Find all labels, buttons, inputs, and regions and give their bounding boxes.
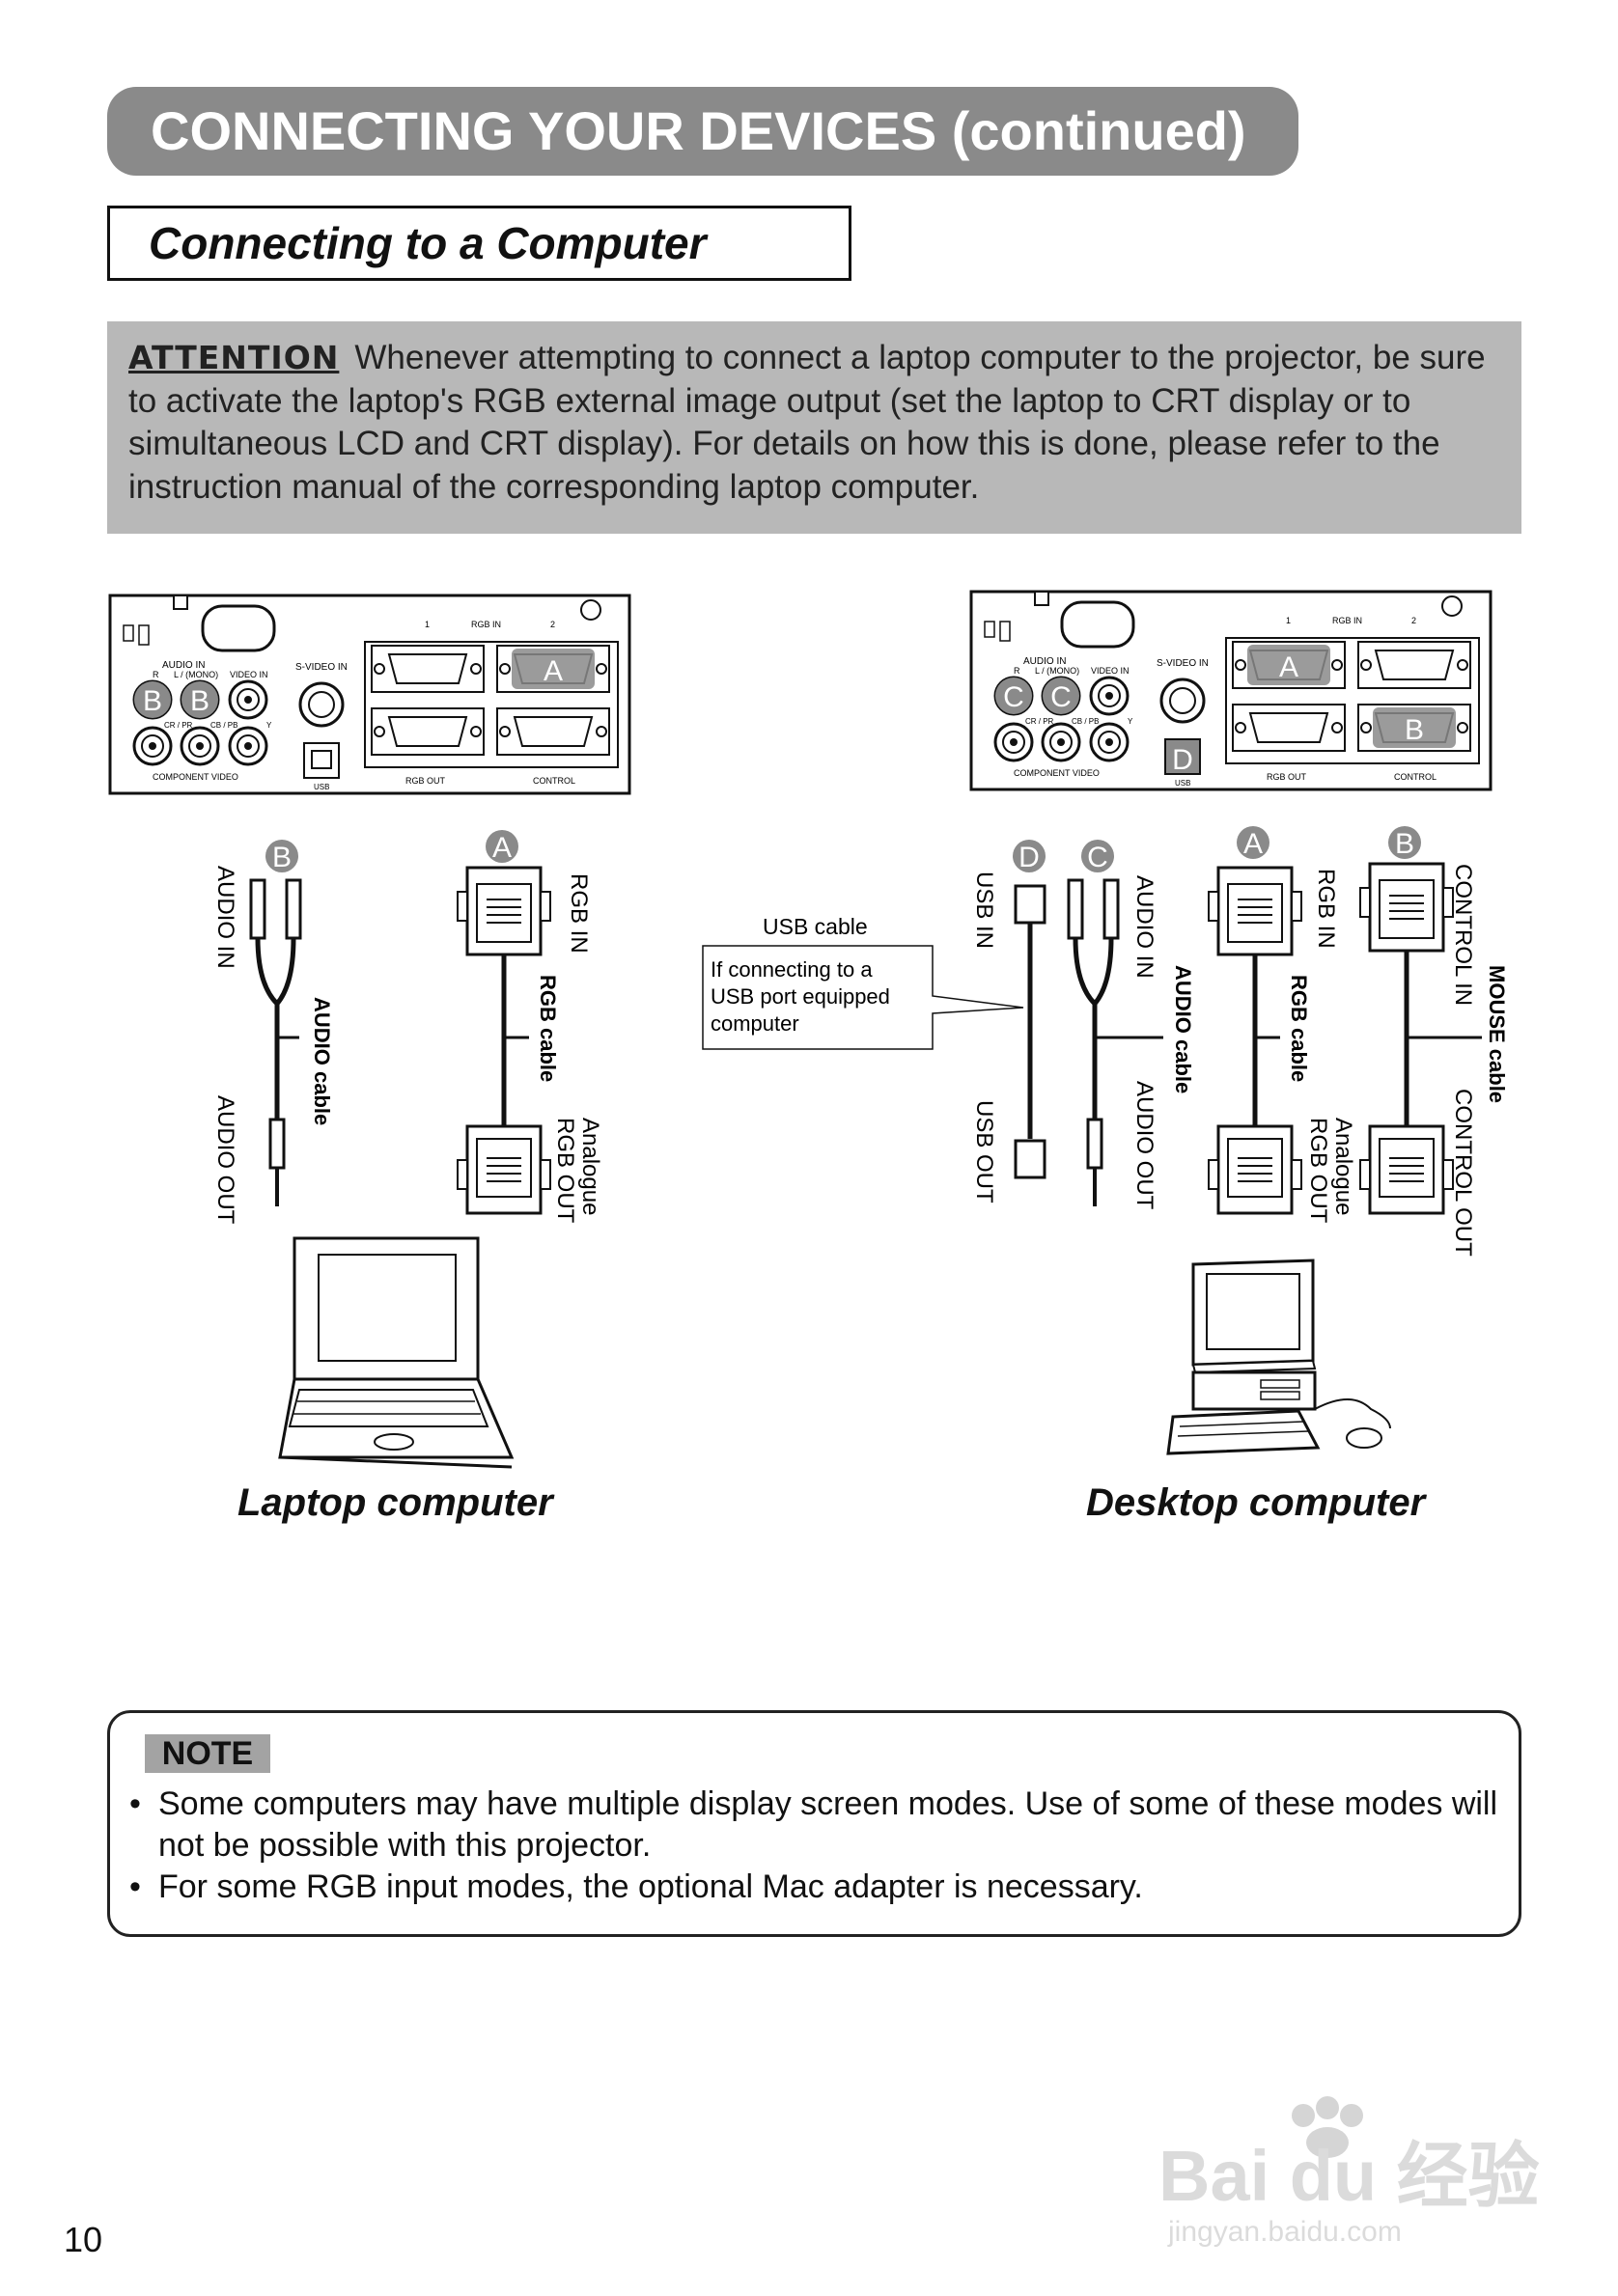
attention-label: ATTENTION bbox=[128, 339, 340, 376]
audio-cable-text: AUDIO cable bbox=[310, 997, 334, 1125]
rgb-in-label: RGB IN bbox=[1332, 616, 1362, 625]
y-label: Y bbox=[266, 721, 272, 730]
rgb-in-label: RGB IN bbox=[471, 620, 501, 629]
port-a-marker: A bbox=[544, 655, 563, 687]
usb-label: USB bbox=[314, 783, 329, 791]
rgb-in-2-label: 2 bbox=[550, 620, 555, 629]
control-label: CONTROL bbox=[1394, 772, 1437, 782]
usb-note-line1: If connecting to a bbox=[711, 957, 873, 982]
rgb-out-label: RGB OUT bbox=[1267, 772, 1307, 782]
usb-out-text: USB OUT bbox=[971, 1100, 997, 1203]
desktop-mouse-cable: B CONTROL IN MOUSE cable CONTROL OUT bbox=[1358, 826, 1509, 1257]
port-b-marker: B bbox=[143, 685, 162, 717]
projector-panel-right: AUDIO IN R L / (MONO) VIDEO IN S-VIDEO I… bbox=[969, 590, 1492, 791]
laptop-rgb-cable: A RGB IN RGB cable Analogue RGB OUT bbox=[456, 830, 603, 1224]
desktop-illustration bbox=[1166, 1259, 1391, 1455]
cr-pr-label: CR / PR bbox=[164, 721, 193, 730]
usb-note: USB cable If connecting to a USB port eq… bbox=[702, 914, 1024, 1050]
watermark-url: jingyan.baidu.com bbox=[1167, 2216, 1402, 2248]
svideo-in-label: S-VIDEO IN bbox=[1157, 658, 1209, 669]
control-out-text: CONTROL OUT bbox=[1450, 1089, 1476, 1257]
rgb-cable-text: RGB cable bbox=[1287, 975, 1311, 1082]
desktop-caption: Desktop computer bbox=[1086, 1481, 1426, 1524]
control-in-text: CONTROL IN bbox=[1450, 864, 1476, 1006]
cable-b-marker: B bbox=[1395, 828, 1414, 860]
component-video-label: COMPONENT VIDEO bbox=[153, 772, 238, 782]
rgb-in-1-label: 1 bbox=[1286, 616, 1291, 625]
rgb-out-label: RGB OUT bbox=[405, 776, 446, 786]
port-b-marker: B bbox=[1405, 714, 1424, 746]
usb-in-text: USB IN bbox=[971, 871, 997, 949]
desktop-usb-cable: D USB IN USB OUT bbox=[971, 840, 1046, 1203]
port-c-marker: C bbox=[1003, 681, 1024, 713]
cable-b-marker: B bbox=[272, 842, 292, 873]
audio-l-label: L / (MONO) bbox=[1035, 666, 1079, 676]
audio-out-text: AUDIO OUT bbox=[212, 1095, 238, 1225]
rgb-in-text: RGB IN bbox=[1313, 869, 1339, 949]
audio-l-label: L / (MONO) bbox=[174, 670, 218, 679]
port-b-marker: B bbox=[190, 685, 209, 717]
note-list: Some computers may have multiple display… bbox=[129, 1784, 1500, 1908]
page-number: 10 bbox=[64, 2220, 103, 2259]
rgb-in-text: RGB IN bbox=[566, 873, 592, 954]
audio-cable-text: AUDIO cable bbox=[1171, 965, 1195, 1093]
cable-a-marker: A bbox=[1243, 828, 1263, 860]
video-in-label: VIDEO IN bbox=[1091, 666, 1130, 676]
attention-text: Whenever attempting to connect a laptop … bbox=[128, 339, 1486, 506]
projector-panel-left: AUDIO IN R L / (MONO) VIDEO IN S-VIDEO I… bbox=[108, 594, 631, 795]
component-video-label: COMPONENT VIDEO bbox=[1014, 768, 1100, 778]
analogue-text: Analogue bbox=[577, 1118, 603, 1215]
audio-in-label: AUDIO IN bbox=[1023, 656, 1066, 667]
usb-cable-title: USB cable bbox=[763, 914, 868, 939]
note-item: Some computers may have multiple display… bbox=[129, 1784, 1500, 1867]
svideo-in-label: S-VIDEO IN bbox=[295, 662, 348, 673]
section-title: CONNECTING YOUR DEVICES (continued) bbox=[107, 87, 1298, 176]
rgb-out-text: RGB OUT bbox=[1305, 1118, 1331, 1224]
cr-pr-label: CR / PR bbox=[1025, 717, 1054, 726]
audio-in-label: AUDIO IN bbox=[162, 660, 205, 671]
watermark-brand: Bai du 经验 bbox=[1158, 2136, 1540, 2216]
note-box bbox=[107, 1710, 1521, 1937]
port-c-marker: C bbox=[1050, 681, 1072, 713]
rgb-in-2-label: 2 bbox=[1411, 616, 1416, 625]
rgb-cable-text: RGB cable bbox=[536, 975, 560, 1082]
desktop-audio-cable: C AUDIO IN AUDIO cable AUDIO OUT bbox=[1067, 840, 1195, 1210]
audio-in-text: AUDIO IN bbox=[1131, 875, 1158, 979]
mouse-cable-text: MOUSE cable bbox=[1485, 965, 1509, 1103]
note-label: NOTE bbox=[145, 1734, 270, 1773]
port-a-marker: A bbox=[1279, 651, 1298, 683]
rgb-in-1-label: 1 bbox=[425, 620, 430, 629]
port-d-marker: D bbox=[1172, 744, 1193, 776]
cable-a-marker: A bbox=[492, 832, 512, 864]
connection-diagram: AUDIO IN R L / (MONO) VIDEO IN S-VIDEO I… bbox=[108, 590, 1509, 1469]
control-label: CONTROL bbox=[533, 776, 575, 786]
audio-r-label: R bbox=[153, 670, 159, 679]
cb-pb-label: CB / PB bbox=[210, 721, 237, 730]
desktop-rgb-cable: A RGB IN RGB cable Analogue RGB OUT bbox=[1207, 826, 1356, 1224]
subsection-title: Connecting to a Computer bbox=[107, 206, 851, 281]
cb-pb-label: CB / PB bbox=[1072, 717, 1099, 726]
video-in-label: VIDEO IN bbox=[230, 670, 268, 679]
rgb-out-text: RGB OUT bbox=[552, 1118, 578, 1224]
usb-note-line3: computer bbox=[711, 1011, 799, 1036]
audio-in-text: AUDIO IN bbox=[212, 866, 238, 969]
audio-r-label: R bbox=[1014, 666, 1020, 676]
baidu-watermark: Bai du 经验 jingyan.baidu.com bbox=[1158, 2096, 1540, 2248]
cable-d-marker: D bbox=[1018, 842, 1040, 873]
laptop-illustration bbox=[278, 1236, 515, 1469]
usb-label: USB bbox=[1175, 779, 1190, 788]
analogue-text: Analogue bbox=[1330, 1118, 1356, 1215]
y-label: Y bbox=[1128, 717, 1133, 726]
laptop-audio-cable: B AUDIO IN AUDIO cable AUDIO OUT bbox=[212, 840, 334, 1225]
usb-note-line2: USB port equipped bbox=[711, 984, 890, 1009]
note-item: For some RGB input modes, the optional M… bbox=[129, 1867, 1500, 1908]
audio-out-text: AUDIO OUT bbox=[1131, 1081, 1158, 1210]
laptop-caption: Laptop computer bbox=[237, 1481, 553, 1524]
cable-c-marker: C bbox=[1087, 842, 1108, 873]
